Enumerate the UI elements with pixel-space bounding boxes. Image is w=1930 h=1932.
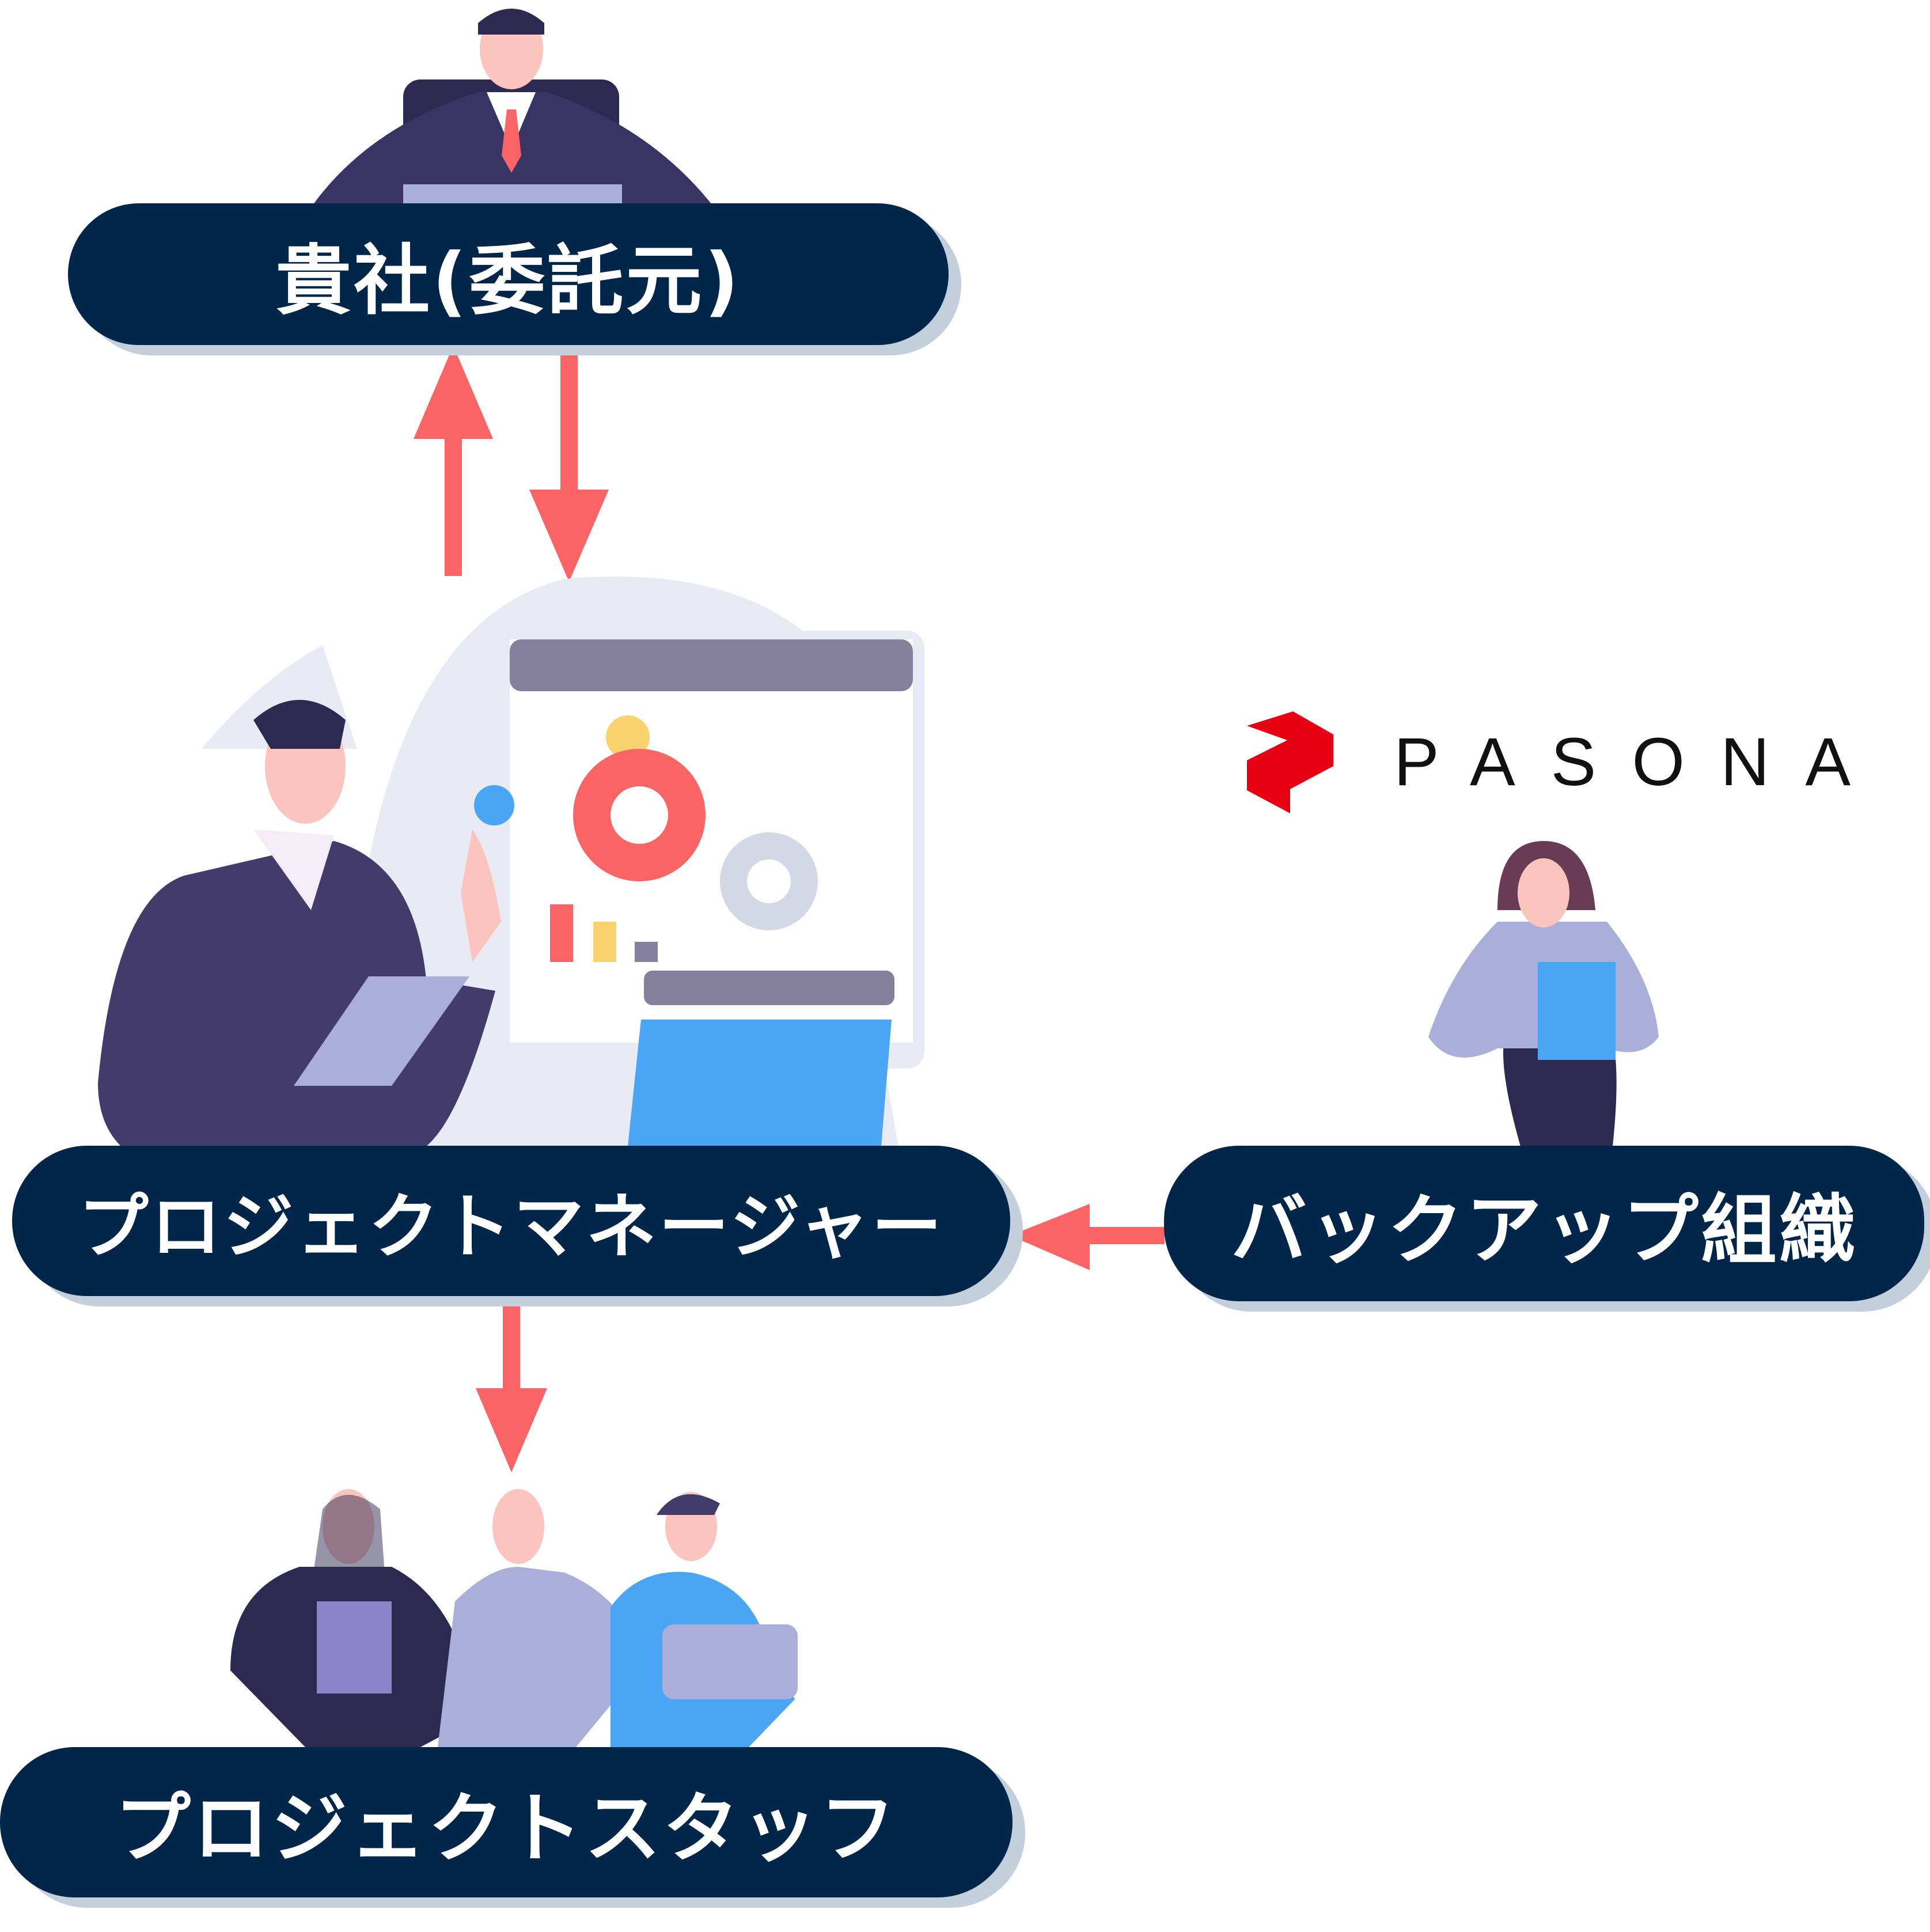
node-client-label: 貴社(委託元): [275, 236, 741, 325]
backup-illustration: [1428, 841, 1659, 1146]
arrow-client-to-pm: [529, 355, 609, 582]
client-illustration: [311, 9, 714, 207]
staff-illustration: [230, 1489, 798, 1747]
node-backup-label: バックアップ組織: [1231, 1185, 1857, 1275]
pasona-logo-text: PASONA: [1394, 724, 1887, 800]
node-backup: バックアップ組織: [1164, 1146, 1924, 1301]
node-project-manager-label: プロジェクトマネージャー: [78, 1186, 945, 1268]
pasona-logo-mark: [1247, 711, 1333, 813]
node-staff-label: プロジェクトスタッフ: [115, 1785, 898, 1873]
pm-illustration: [98, 576, 924, 1146]
arrow-pm-to-staff: [476, 1296, 547, 1472]
arrow-backup-to-pm: [1010, 1204, 1165, 1270]
arrow-pm-to-client: [414, 346, 493, 576]
node-project-manager: プロジェクトマネージャー: [12, 1146, 1010, 1296]
node-staff: プロジェクトスタッフ: [0, 1747, 1013, 1897]
node-client: 貴社(委託元): [68, 203, 949, 345]
